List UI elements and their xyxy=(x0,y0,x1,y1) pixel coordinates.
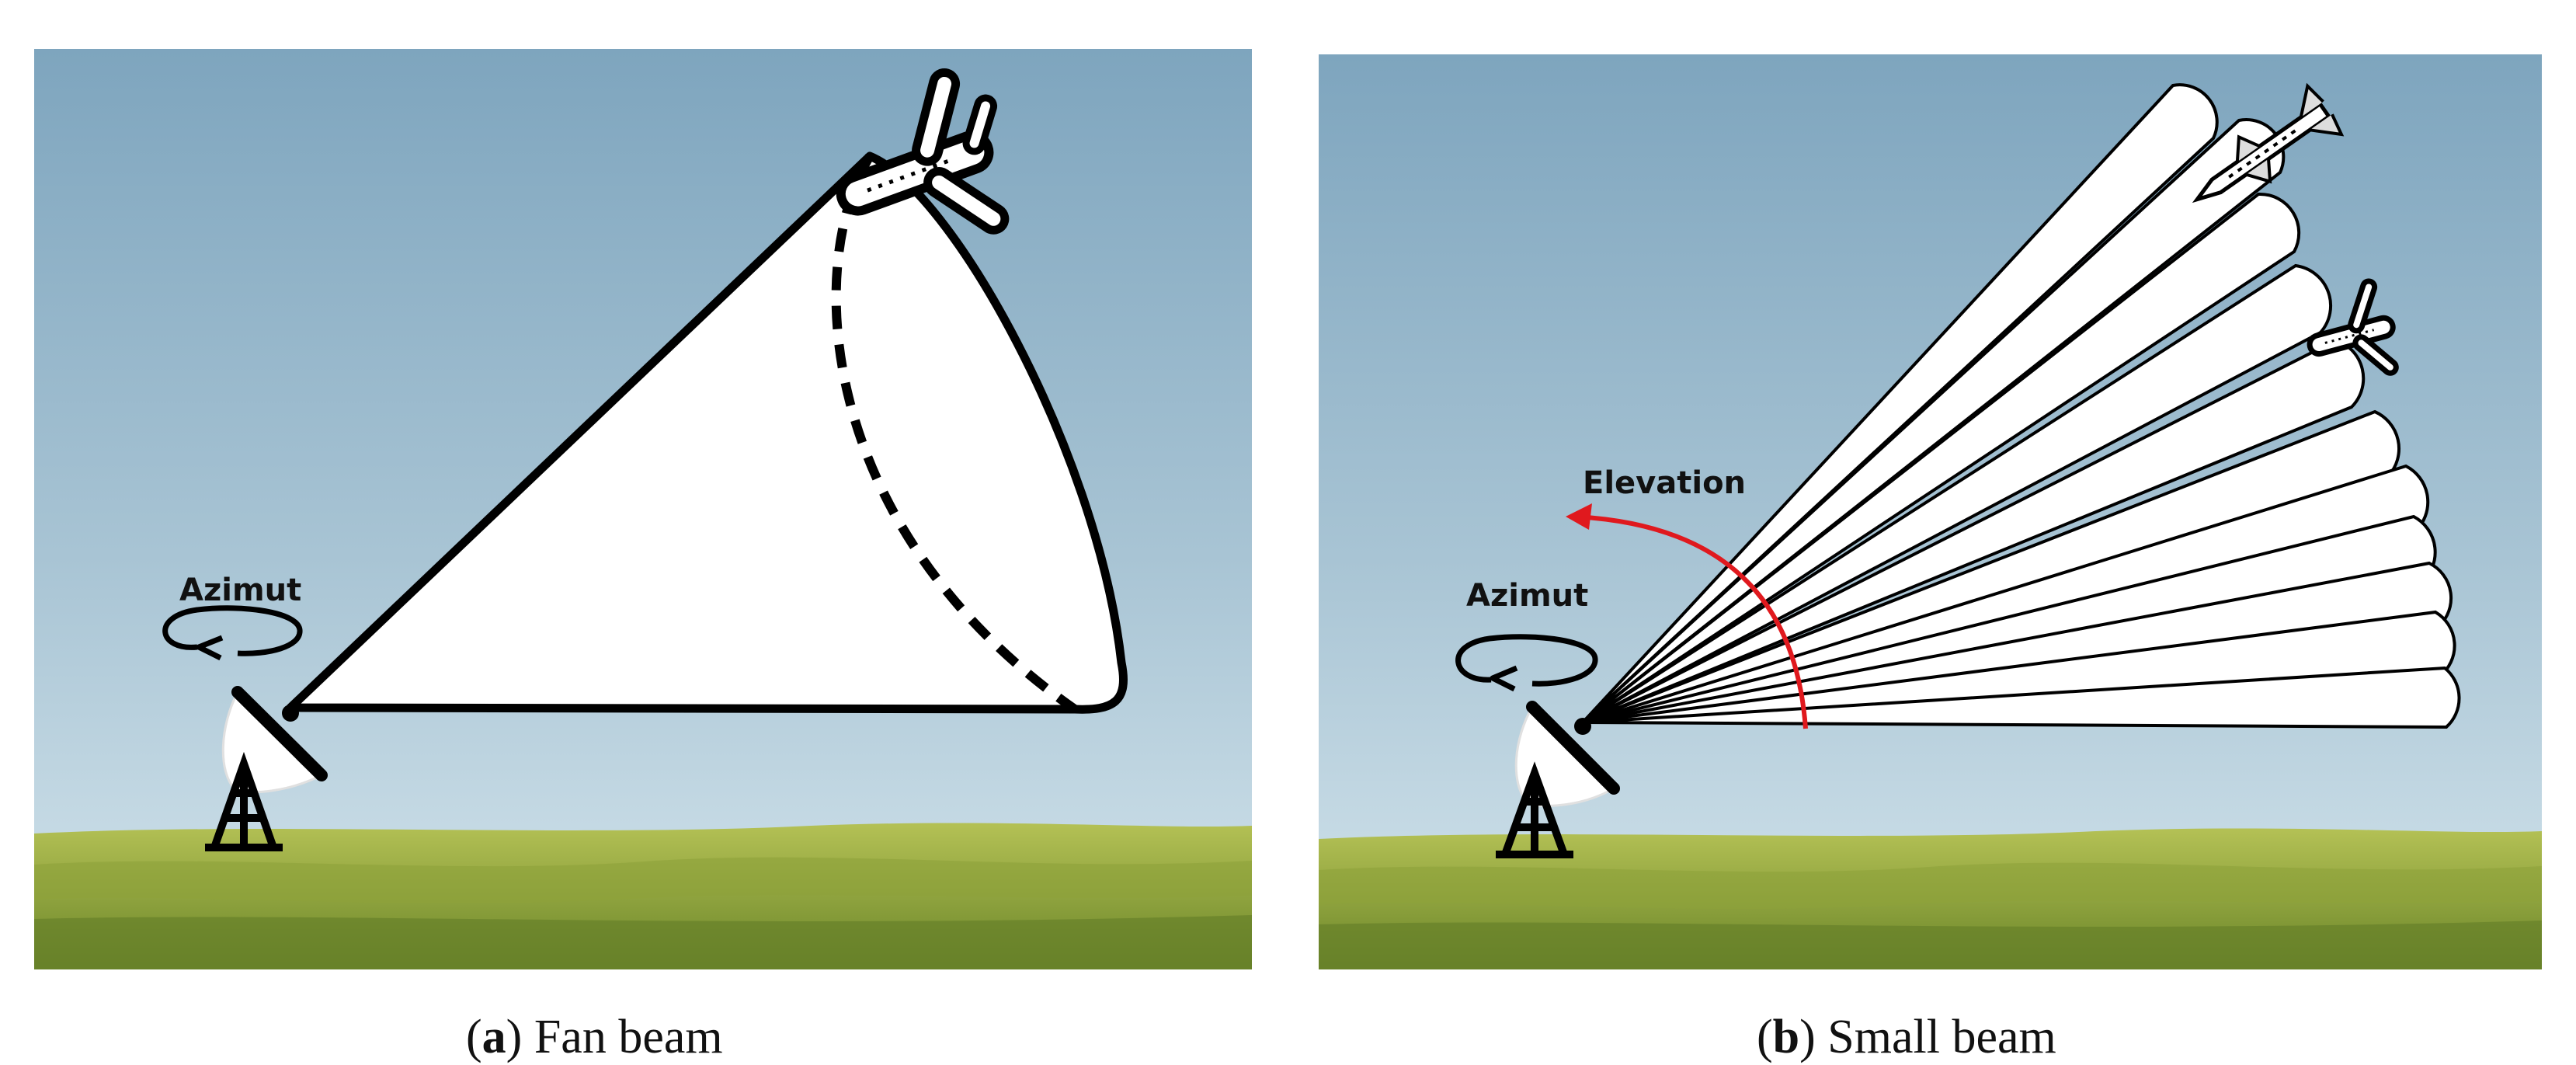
azimuth-rotation-arrow xyxy=(1455,634,1598,692)
caption-fan-beam: (a) Fan beam xyxy=(466,1011,723,1063)
grass-field xyxy=(1319,828,2542,969)
caption-letter: a xyxy=(481,1011,506,1063)
airplane-icon xyxy=(2307,278,2399,376)
azimuth-rotation-arrow xyxy=(162,605,303,661)
beam-lobe xyxy=(1581,83,2219,724)
fan-beam-panel: Azimut xyxy=(34,49,1252,969)
grass-field xyxy=(34,823,1252,969)
fan-beam-illustration: Azimut xyxy=(34,49,1252,969)
small-beam-panel: Elevation Azimut xyxy=(1319,54,2542,969)
radar-antenna xyxy=(205,686,328,851)
elevation-arrow xyxy=(1566,503,1808,729)
caption-text: Small beam xyxy=(1827,1011,2056,1063)
radar-tower xyxy=(205,751,283,851)
azimuth-label: Azimut xyxy=(179,573,301,608)
elevation-label: Elevation xyxy=(1583,465,1746,501)
caption-letter: b xyxy=(1772,1011,1800,1063)
radar-antenna xyxy=(1496,701,1620,858)
caption-small-beam: (b) Small beam xyxy=(1757,1011,2056,1063)
small-beam-illustration: Elevation Azimut xyxy=(1319,54,2542,969)
radar-tower xyxy=(1496,761,1573,858)
azimuth-label: Azimut xyxy=(1466,578,1588,614)
airplane-icon xyxy=(836,68,1010,235)
caption-text: Fan beam xyxy=(534,1011,723,1063)
missile-icon xyxy=(2192,82,2345,204)
fan-beam-cone xyxy=(286,151,1128,714)
beam-lobe xyxy=(1581,192,2301,724)
